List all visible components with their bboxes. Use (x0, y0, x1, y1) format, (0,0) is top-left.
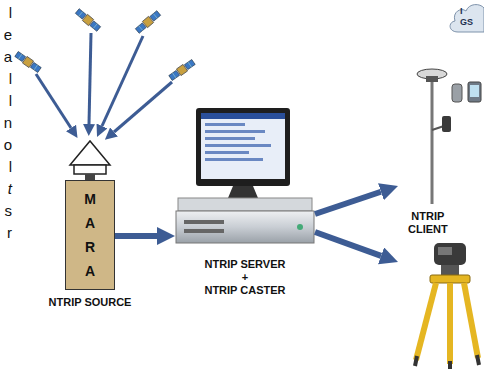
cropped-text: o (0, 136, 12, 154)
satellite-icon (14, 51, 42, 74)
leg-tip (477, 355, 479, 365)
handheld-device (452, 84, 462, 102)
cloud-outline (450, 5, 484, 32)
leg-tip (448, 361, 452, 369)
monitor-stand (228, 186, 258, 198)
tripod-head (430, 275, 470, 283)
monitor-screen (201, 113, 285, 179)
node-text: I GS (460, 6, 473, 28)
antenna-neck (426, 76, 438, 82)
monitor-frame (196, 108, 290, 186)
cropped-text: r (0, 224, 12, 242)
rover-pole (417, 69, 481, 204)
tripod-leg (416, 283, 436, 360)
satellite-icon (168, 59, 196, 82)
flow-arrow (115, 233, 157, 239)
antenna (70, 141, 110, 180)
tablet-device (468, 82, 481, 102)
signal-arrow (114, 82, 172, 132)
cropped-text: l (0, 70, 12, 88)
node-text: M A R A (83, 187, 97, 283)
node-text: NTRIP CASTER (204, 284, 285, 297)
cloud-node: I GS (446, 2, 484, 36)
computer (176, 108, 314, 243)
node-text: NTRIP SERVER (205, 258, 286, 271)
client-node: NTRIP CLIENT (398, 60, 484, 371)
cropped-text: e (0, 26, 12, 44)
pole (431, 82, 434, 204)
screen-line (205, 123, 245, 126)
cropped-text: l (0, 4, 12, 22)
tribrach (441, 265, 459, 275)
drive-slot (184, 229, 224, 233)
antenna-base (74, 165, 106, 174)
screen-line (205, 158, 263, 161)
tripod-leg (447, 283, 453, 364)
leg-tip (415, 356, 417, 366)
cropped-text: l (0, 92, 12, 110)
server-top (178, 198, 312, 211)
screen-line (205, 151, 249, 154)
antenna-dome (70, 141, 110, 165)
receiver-body (434, 243, 466, 265)
signal-arrows (36, 33, 172, 132)
server-rack (176, 211, 314, 243)
drive-slot (184, 220, 224, 224)
flow-arrow (315, 232, 381, 256)
cropped-text: a (0, 48, 12, 66)
satellite-icon (135, 10, 162, 34)
cropped-text: s (0, 202, 12, 220)
screen-line (205, 137, 255, 140)
cropped-text: n (0, 114, 12, 132)
satellite-icon (75, 8, 102, 32)
node-text: + (242, 271, 248, 284)
window-bar (201, 113, 285, 119)
power-led (297, 224, 303, 230)
cropped-text: l (0, 158, 12, 176)
server-node: NTRIP SERVER+NTRIP CASTER (175, 105, 315, 297)
tripod-leg (464, 283, 478, 358)
receiver-panel (438, 247, 452, 255)
signal-arrow (89, 33, 91, 124)
screen-line (205, 130, 265, 133)
tablet-screen (470, 85, 479, 97)
node-text: NTRIP CLIENT (408, 210, 448, 236)
tripod-receiver (415, 243, 479, 369)
cropped-text: t (0, 180, 12, 198)
signal-arrow (36, 74, 71, 128)
controller (442, 116, 451, 132)
node-text: NTRIP SOURCE (49, 296, 132, 308)
screen-line (205, 144, 271, 147)
satellites (14, 8, 196, 81)
flow-arrow (315, 192, 381, 214)
source-box: M A R ANTRIP SOURCE (65, 180, 115, 290)
